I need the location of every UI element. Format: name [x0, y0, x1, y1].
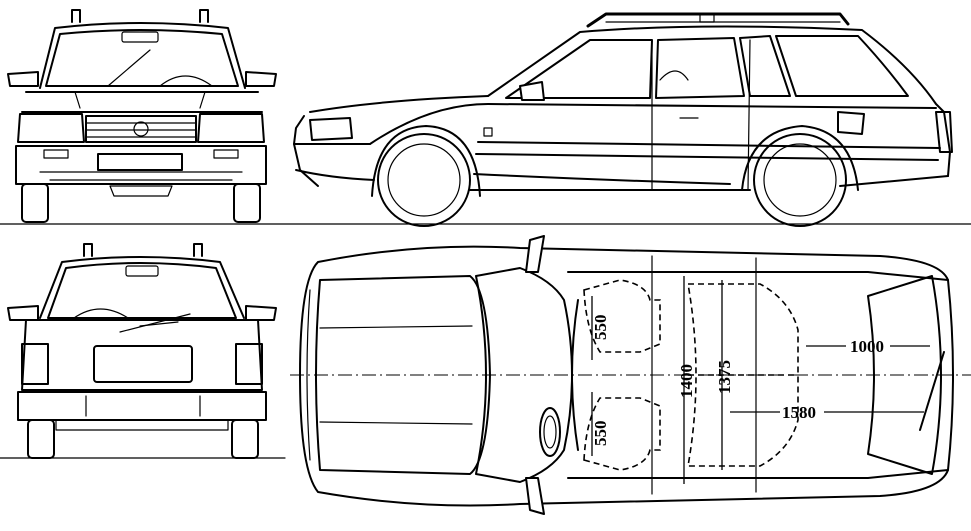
dim-cargo-length: 1000	[850, 337, 884, 356]
dim-rear-length: 1580	[782, 403, 816, 422]
top-view: 550 550 1400 1375 1000 1580	[290, 235, 971, 515]
dim-interior-width: 1400	[677, 364, 696, 398]
dim-seat-right: 550	[591, 421, 610, 447]
side-view	[293, 12, 953, 227]
front-view	[7, 9, 277, 223]
front-wheel	[377, 133, 471, 227]
rear-view	[7, 243, 277, 459]
steering-wheel-icon	[539, 407, 561, 457]
dim-rear-width: 1375	[715, 360, 734, 394]
dim-seat-left: 550	[591, 315, 610, 341]
rear-wheel	[753, 133, 847, 227]
